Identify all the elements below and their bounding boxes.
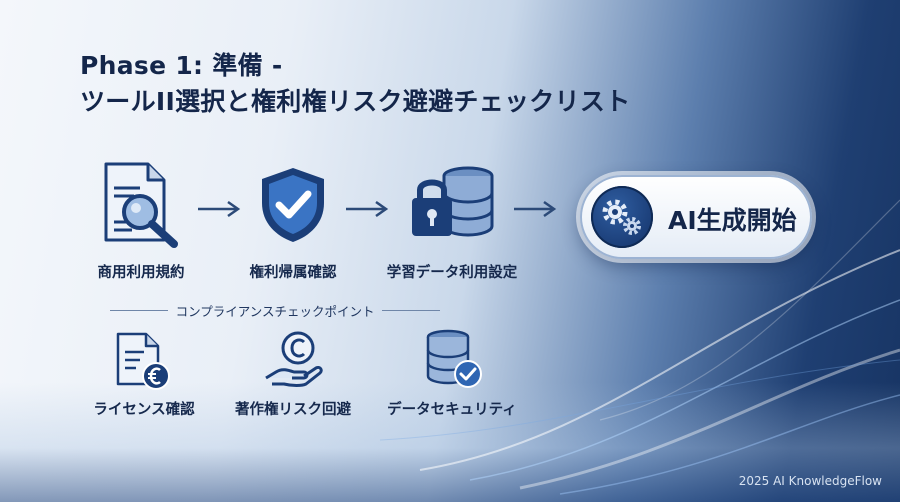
gears-icon [591,186,653,248]
shield-check-icon [262,168,324,242]
cta-label: AI生成開始 [668,206,797,235]
step-label-training-data: 学習データ利用設定 [386,265,518,281]
compliance-label-license: ライセンス確認 [93,402,195,418]
flow-arrow-3 [514,200,557,218]
database-check-icon [426,329,482,388]
compliance-title: コンプライアンスチェックポイント [175,303,375,319]
footer-credit: 2025 AI KnowledgeFlow [738,474,882,488]
header-rule-left [110,309,168,311]
license-document-icon [116,332,170,390]
flow-arrow-1 [198,200,241,218]
step-label-rights: 権利帰属確認 [249,265,337,281]
background-glow [0,382,900,502]
title-line-1: Phase 1: 準備 - [80,51,283,80]
copyright-hand-icon [265,331,323,387]
step-label-terms: 商用利用規約 [97,265,185,281]
document-search-icon [104,162,178,248]
compliance-label-data-security: データセキュリティ [387,402,517,418]
page-title: Phase 1: 準備 - ツールII選択と権利権リスク避避チェックリスト [80,48,631,120]
ai-generate-start-button[interactable]: AI生成開始 [580,175,812,259]
title-line-2: ツールII選択と権利権リスク避避チェックリスト [80,87,631,116]
compliance-section-header: コンプライアンスチェックポイント [110,300,441,320]
lock-database-icon [412,166,494,237]
flow-arrow-2 [346,200,389,218]
header-rule-right [382,309,441,311]
compliance-label-copyright: 著作権リスク回避 [235,402,351,418]
